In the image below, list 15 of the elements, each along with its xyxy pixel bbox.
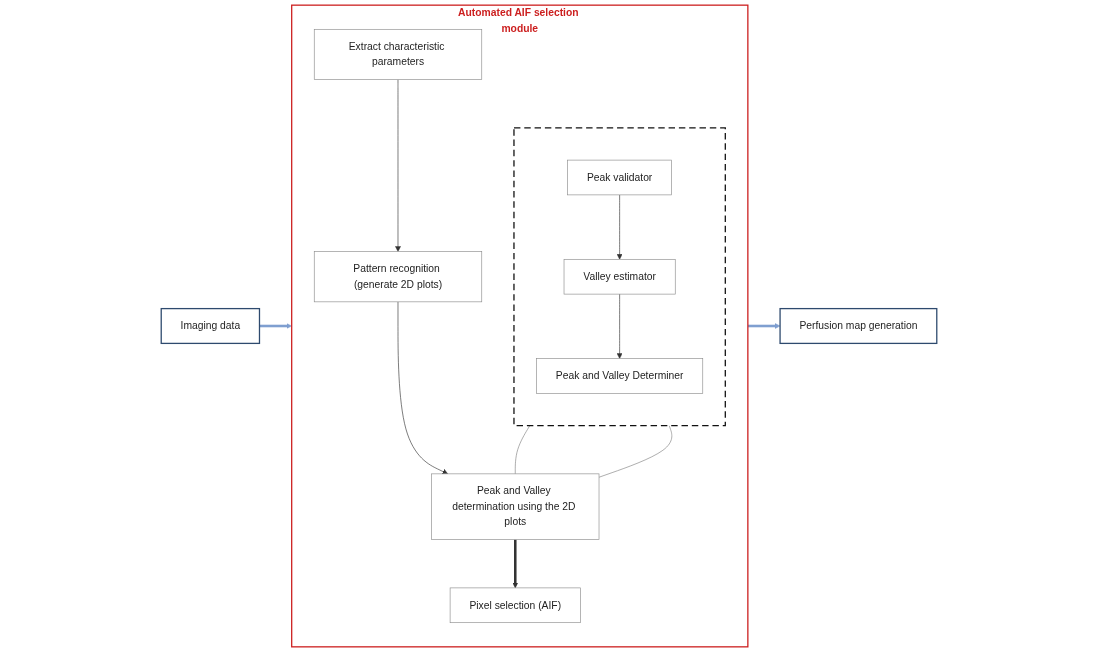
node-box: Valley estimator — [563, 259, 676, 295]
node-box: Pattern recognition (generate 2D plots) — [313, 251, 483, 303]
connector — [514, 425, 531, 475]
node-box: Peak validator — [567, 159, 672, 196]
node-box: Extract characteristic parameters — [313, 29, 483, 80]
node-box: Peak and Valley determination using the 2D plots — [431, 473, 600, 540]
arrow — [259, 323, 292, 329]
arrow — [747, 323, 781, 329]
cluster — [513, 127, 726, 427]
node-box: Peak and Valley Determiner — [536, 358, 704, 394]
node-box: Pixel selection (AIF) — [449, 587, 581, 623]
node-box: Perfusion map generation — [779, 307, 938, 345]
node-box: Imaging data — [160, 307, 261, 345]
connector — [598, 425, 673, 478]
arrow — [512, 539, 519, 589]
